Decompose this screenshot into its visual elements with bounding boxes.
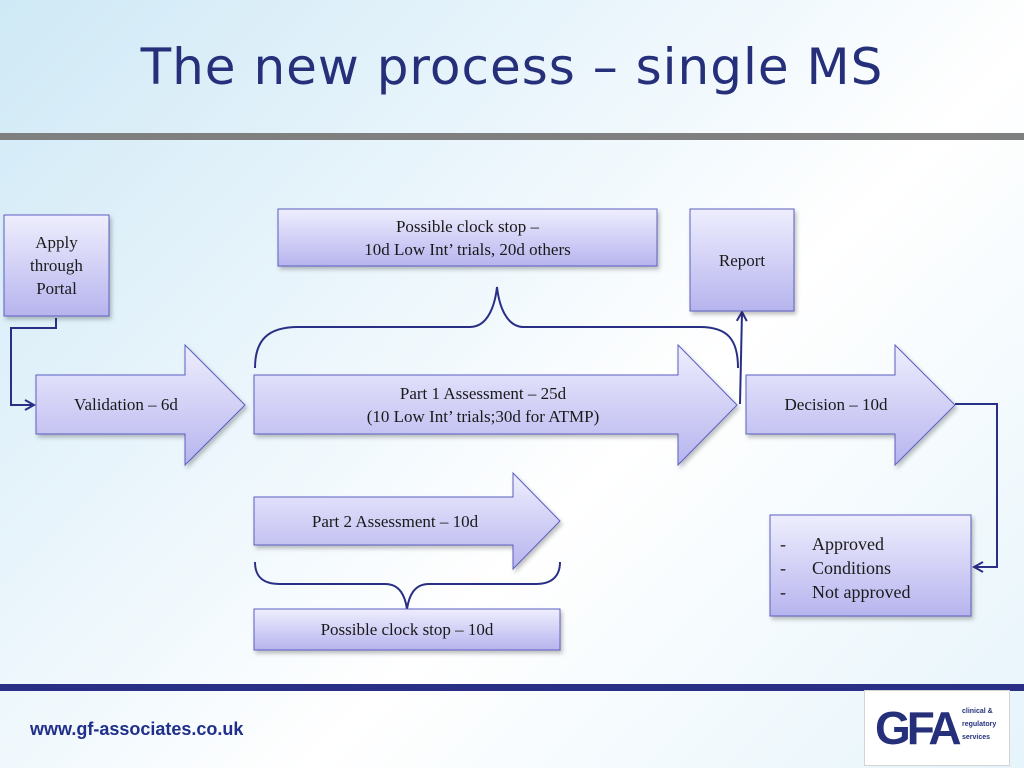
outcomes-list: - Approved - Conditions - Not approved — [780, 532, 910, 604]
part1-clock-stop-box — [277, 208, 658, 267]
report-box — [689, 208, 795, 312]
part2-clock-stop-box — [253, 608, 561, 651]
apply-label: Apply through Portal — [4, 215, 109, 316]
outcomes-box — [769, 514, 972, 617]
apply-line-3: Portal — [36, 279, 77, 298]
outcome-item: - Not approved — [780, 580, 910, 604]
decision-arrow — [745, 343, 956, 467]
logo-mark: GFA — [875, 702, 962, 754]
brace-part1-clock-stop — [254, 286, 739, 369]
connector-part1-to-report — [740, 312, 742, 405]
outcome-item: - Conditions — [780, 556, 910, 580]
decision-label: Decision – 10d — [784, 395, 888, 414]
logo-tagline-line-2: regulatory — [962, 721, 997, 728]
logo-tagline-line-1: clinical & — [962, 708, 993, 715]
apply-line-2: through — [30, 256, 83, 275]
logo-tagline-line-3: services — [962, 734, 991, 741]
part2-arrow — [253, 471, 561, 571]
slide-title: The new process – single MS — [140, 38, 884, 96]
part1-clock-stop-label: Possible clock stop – 10d Low Int’ trial… — [278, 209, 657, 266]
footer-divider — [0, 684, 1024, 691]
outcome-bullet: - — [780, 582, 786, 602]
apply-box — [3, 214, 110, 317]
outcome-approved: Approved — [812, 534, 884, 554]
outcome-bullet: - — [780, 534, 786, 554]
part1-arrow — [253, 343, 738, 467]
connector-apply-to-validation — [10, 318, 57, 405]
part1-clock-stop-line-1: Possible clock stop – — [395, 216, 540, 236]
part2-clock-stop-label: Possible clock stop – 10d — [320, 620, 494, 639]
connector-decision-to-outcomes — [955, 403, 998, 567]
logo-tagline: clinical & regulatory services — [962, 705, 996, 744]
outcome-not-approved: Not approved — [812, 582, 911, 602]
apply-line-1: Apply — [35, 233, 78, 252]
report-label: Report — [718, 250, 766, 270]
part1-clock-stop-line-2: 10d Low Int’ trials, 20d others — [364, 239, 571, 259]
title-divider — [0, 133, 1024, 140]
outcome-conditions: Conditions — [812, 558, 892, 578]
validation-label: Validation – 6d — [74, 395, 178, 414]
part1-label: Part 1 Assessment – 25d (10 Low Int’ tri… — [254, 375, 712, 434]
outcome-bullet: - — [780, 558, 786, 578]
validation-arrow — [35, 343, 246, 467]
part2-label: Part 2 Assessment – 10d — [311, 511, 479, 531]
outcome-item: - Approved — [780, 532, 910, 556]
brace-part2-clock-stop — [254, 561, 561, 610]
gfa-logo: GFA clinical & regulatory services — [864, 690, 1010, 766]
part1-line-1: Part 1 Assessment – 25d — [399, 383, 567, 403]
part1-line-2: (10 Low Int’ trials;30d for ATMP) — [366, 406, 600, 426]
footer-url-link[interactable]: www.gf-associates.co.uk — [30, 719, 244, 739]
